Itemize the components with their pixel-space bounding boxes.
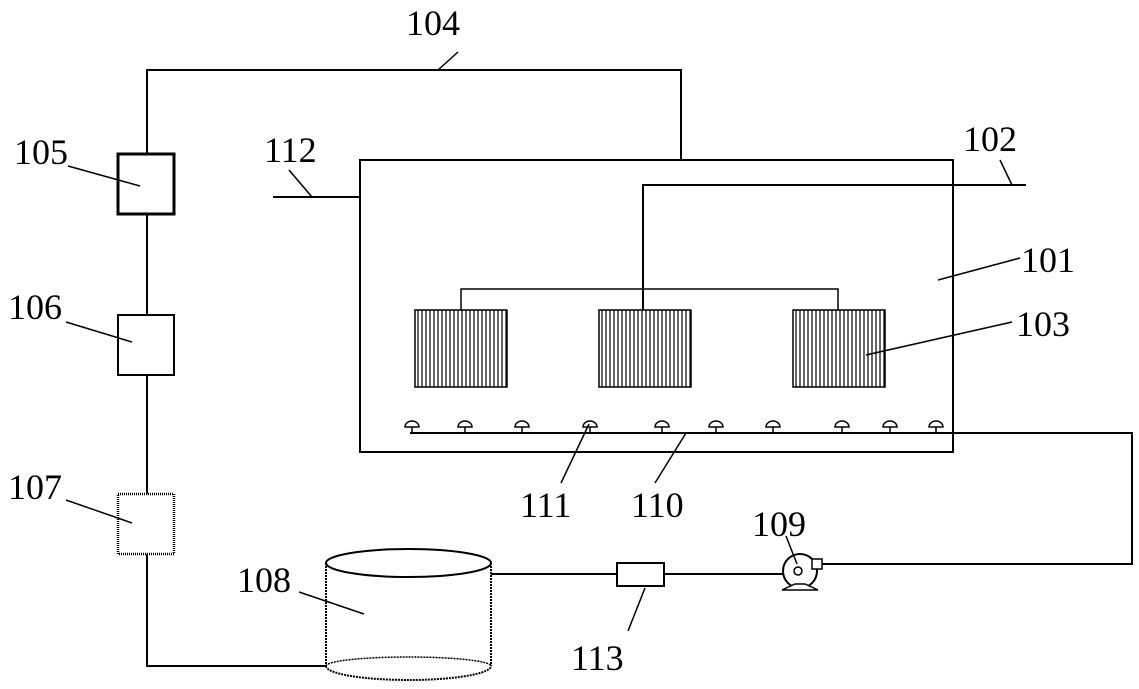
manifold-103 bbox=[460, 288, 839, 310]
module-103-left bbox=[414, 309, 508, 388]
label-112: 112 bbox=[264, 130, 317, 170]
label-106: 106 bbox=[8, 287, 62, 327]
label-104: 104 bbox=[406, 3, 460, 43]
unit-106 bbox=[117, 314, 175, 376]
pump-109 bbox=[781, 553, 823, 591]
label-109: 109 bbox=[752, 504, 806, 544]
pipe-tank-to-pump bbox=[820, 432, 1133, 565]
label-101: 101 bbox=[1021, 240, 1075, 280]
label-110: 110 bbox=[631, 485, 684, 525]
unit-105 bbox=[116, 152, 176, 216]
label-108: 108 bbox=[237, 560, 291, 600]
label-105: 105 bbox=[14, 132, 68, 172]
tank-101 bbox=[359, 159, 954, 453]
pipe-104 bbox=[146, 69, 682, 160]
storage-tank-108 bbox=[325, 548, 492, 681]
aerators-111 bbox=[404, 420, 944, 433]
pipe-102 bbox=[642, 184, 1026, 310]
filter-113 bbox=[616, 562, 665, 587]
label-102: 102 bbox=[963, 119, 1017, 159]
label-107: 107 bbox=[8, 467, 62, 507]
module-103-center bbox=[598, 309, 692, 388]
unit-107 bbox=[116, 492, 176, 556]
label-111: 111 bbox=[520, 485, 571, 525]
pipe-107-108 bbox=[146, 554, 326, 667]
module-103-right bbox=[792, 309, 886, 388]
leader-lines bbox=[65, 51, 1021, 632]
label-113: 113 bbox=[571, 638, 624, 678]
label-103: 103 bbox=[1016, 304, 1070, 344]
